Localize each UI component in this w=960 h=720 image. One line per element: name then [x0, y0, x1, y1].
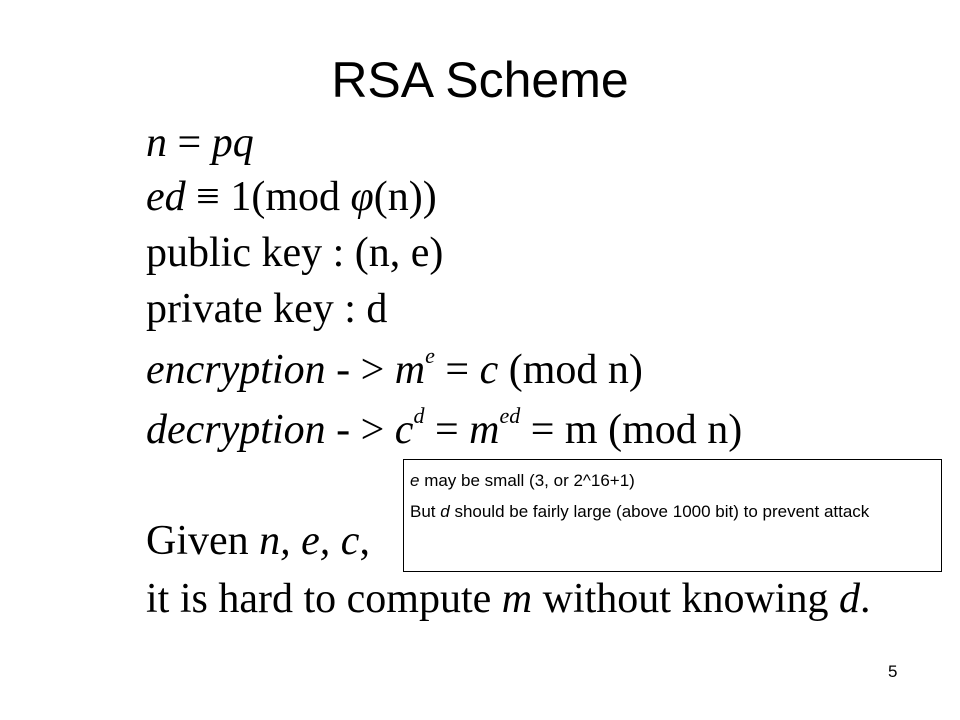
note-box: e may be small (3, or 2^16+1) But d shou… [403, 459, 942, 572]
hard-to-compute-text: it is hard to compute [146, 576, 502, 622]
var-c: c [394, 407, 414, 453]
var-m: m [469, 407, 500, 453]
congruent-sign: ≡ [185, 174, 231, 220]
var-pq: pq [211, 120, 254, 166]
note-line-2-prefix: But [410, 502, 441, 522]
note-line-2-text: should be fairly large (above 1000 bit) … [449, 502, 870, 522]
private-key-label: private key [146, 286, 334, 332]
encryption-word: encryption [146, 347, 326, 393]
public-key-label: public key [146, 230, 323, 276]
var-n: n [146, 120, 167, 166]
exponent-e: e [425, 343, 435, 368]
decryption-equation: decryption - > cd = med = m (mod n) [146, 405, 743, 453]
private-key-value: : d [333, 286, 388, 332]
slide-title: RSA Scheme [331, 52, 629, 108]
page-number: 5 [888, 662, 898, 681]
given-var-d: d [838, 576, 860, 622]
equation-ed-congruence: ed ≡ 1(mod φ(n)) [146, 176, 437, 218]
var-c: c [479, 347, 499, 393]
encryption-equation: encryption - > me = c (mod n) [146, 345, 643, 393]
var-ed: ed [146, 174, 186, 220]
phi-argument: (n)) [373, 174, 437, 220]
one-value: 1 [230, 174, 252, 220]
given-statement-line-2: it is hard to compute m without knowing … [146, 578, 870, 620]
equals-sign: = [424, 407, 470, 453]
note-var-e: e [410, 471, 420, 490]
public-key-value: : (n, e) [322, 230, 444, 276]
note-line-2: But d should be fairly large (above 1000… [410, 501, 935, 522]
exponent-d: d [413, 403, 425, 428]
equals-m: = m [520, 407, 598, 453]
given-prefix: Given [146, 518, 260, 564]
equals-sign: = [167, 120, 212, 166]
exponent-ed: ed [499, 403, 521, 428]
given-vars: n, e, c [259, 518, 360, 564]
without-knowing-text: without knowing [532, 576, 839, 622]
note-line-1-text: may be small (3, or 2^16+1) [419, 471, 635, 490]
given-suffix: , [359, 518, 370, 564]
note-line-1: e may be small (3, or 2^16+1) [410, 470, 935, 491]
equals-sign: = [434, 347, 480, 393]
public-key-line: public key : (n, e) [146, 232, 443, 274]
equation-n-equals-pq: n = pq [146, 122, 254, 164]
given-var-m: m [501, 576, 533, 622]
mod-open: (mod [251, 174, 351, 220]
arrow: - > [325, 407, 395, 453]
given-statement-line-1: Given n, e, c, [146, 520, 370, 562]
decryption-word: decryption [146, 407, 326, 453]
mod-n: (mod n) [498, 347, 643, 393]
note-var-d: d [440, 502, 450, 522]
private-key-line: private key : d [146, 288, 387, 330]
arrow: - > [325, 347, 395, 393]
period: . [859, 576, 871, 622]
var-m: m [394, 347, 426, 393]
mod-n: (mod n) [597, 407, 743, 453]
phi-symbol: φ [350, 174, 374, 220]
